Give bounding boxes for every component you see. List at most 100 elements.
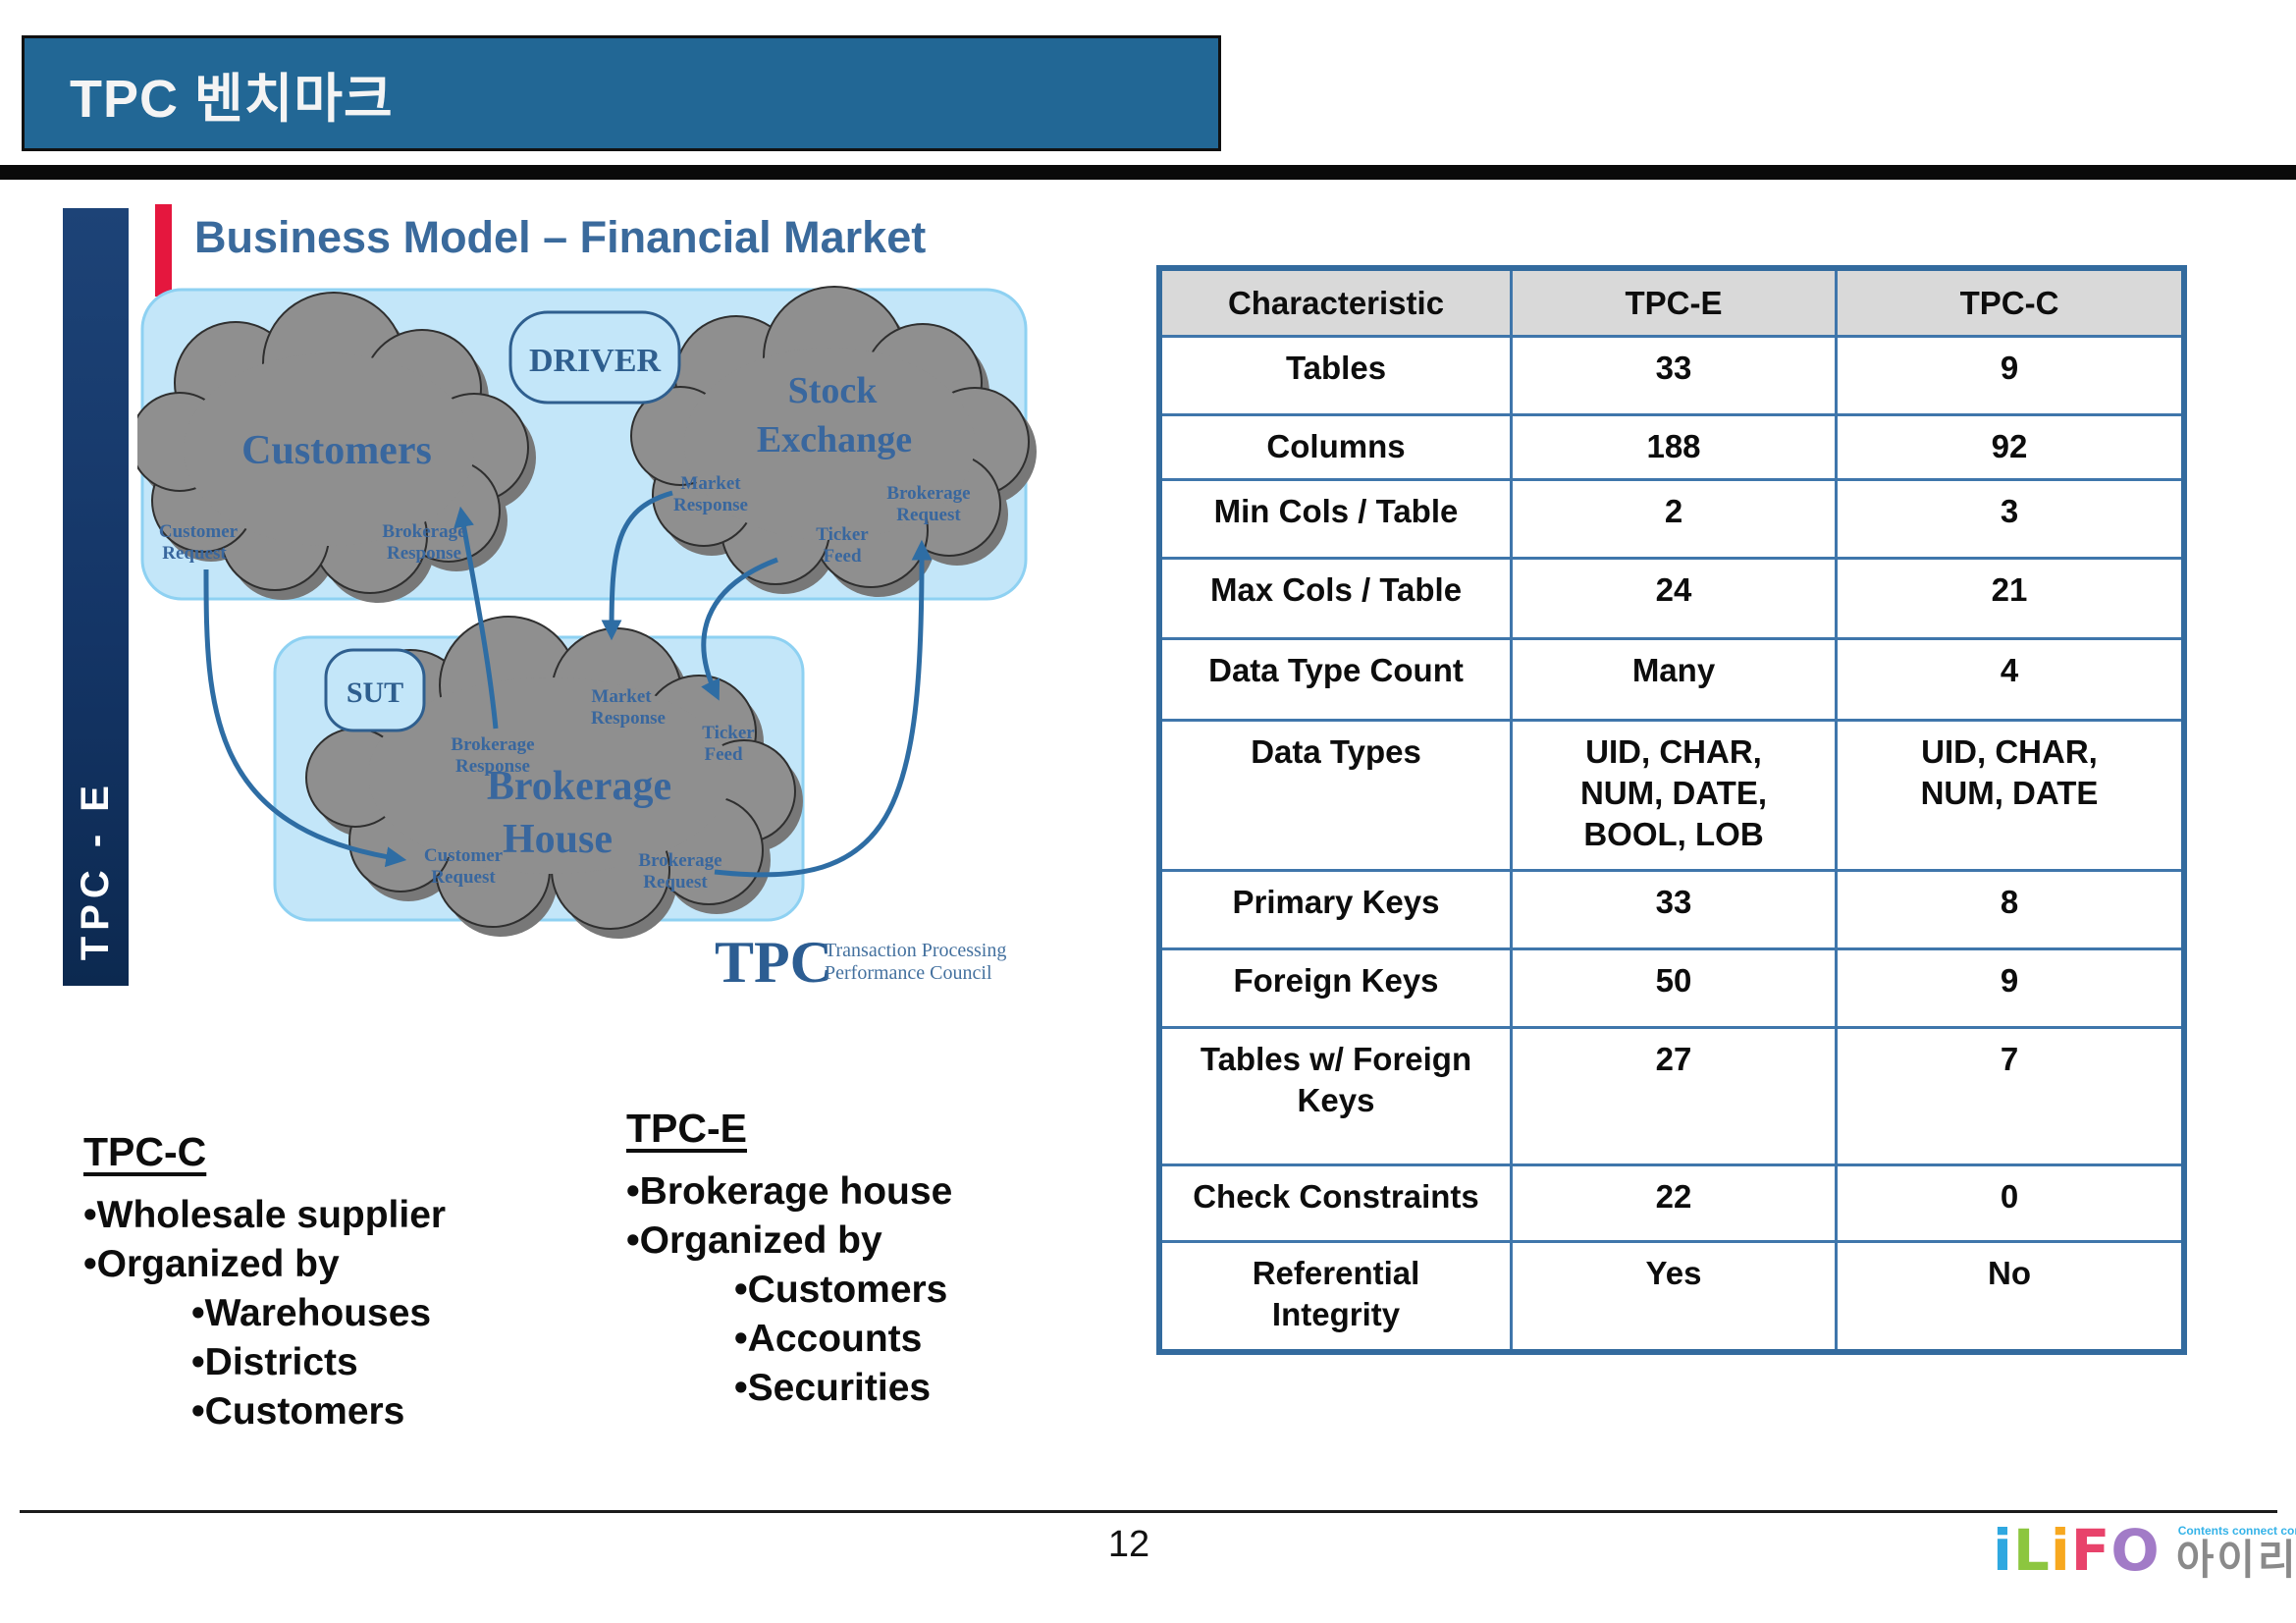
stock-exchange-label: Exchange <box>757 419 912 460</box>
sidebar-tpce-bar: TPC - E <box>63 208 129 986</box>
bh-market-response: Market <box>591 686 652 707</box>
table-cell: No <box>1988 1255 2031 1291</box>
bh-brokerage-response: Brokerage <box>451 734 534 755</box>
table-cell: UID, CHAR, NUM, DATE, BOOL, LOB <box>1513 722 1838 872</box>
table-row-label: Tables <box>1162 338 1513 416</box>
logo-letter: F <box>2070 1517 2111 1584</box>
list-item: •Brokerage house <box>626 1170 953 1213</box>
table-cell: Many <box>1513 640 1838 722</box>
tpc-comparison-table: Characteristic TPC-E TPC-C Tables 33 9 C… <box>1156 265 2187 1355</box>
se-brokerage-request: Brokerage <box>886 483 970 504</box>
table-cell: 92 <box>1838 416 2181 481</box>
tpc-logo: TPC Transaction Processing Performance C… <box>715 930 1006 995</box>
table-row-label: Max Cols / Table <box>1162 560 1513 640</box>
slide-title: TPC 벤치마크 <box>70 69 394 129</box>
slide-title-bar: TPC 벤치마크 <box>22 35 1221 151</box>
bh-brokerage-request: Brokerage <box>638 850 721 871</box>
arrow-ticker-feed <box>701 557 778 701</box>
table-cell: 33 <box>1513 338 1838 416</box>
se-ticker-feed: Feed <box>823 546 861 567</box>
ilifo-tagline: Contents connect communications! <box>2177 1524 2296 1538</box>
tpcc-list-title: TPC-C <box>83 1129 207 1174</box>
bh-ticker-feed: Ticker <box>702 723 755 743</box>
brokerage-house-label: Brokerage <box>487 764 671 809</box>
table-cell: 4 <box>1838 640 2181 722</box>
arrow-brokerage-response <box>454 506 499 730</box>
customers-cloud <box>137 292 536 603</box>
page-number: 12 <box>1107 1524 1150 1565</box>
table-row-label: Min Cols / Table <box>1162 481 1513 560</box>
list-item: •Wholesale supplier <box>83 1194 447 1236</box>
tpc-logo-acronym: TPC <box>715 930 832 995</box>
bh-brokerage-request: Request <box>643 872 708 893</box>
table-cell: 9 <box>1838 950 2181 1029</box>
logo-letter: i <box>2050 1517 2071 1584</box>
table-cell: 33 <box>1513 872 1838 950</box>
table-row-label: Referential Integrity <box>1162 1243 1513 1349</box>
heading-accent-bar <box>155 204 172 297</box>
table-cell: 7 <box>1838 1029 2181 1166</box>
bh-market-response: Response <box>591 708 666 729</box>
stock-exchange-cloud <box>630 286 1037 597</box>
table-header-characteristic: Characteristic <box>1162 271 1513 338</box>
brokerage-house-cloud <box>305 616 803 939</box>
table-cell: 50 <box>1513 950 1838 1029</box>
ilifo-logo-wordmark: iLiFO <box>1993 1520 2161 1581</box>
stock-exchange-label: Stock <box>788 370 879 411</box>
tpc-logo-line1: Transaction Processing <box>825 940 1006 961</box>
bh-customer-request: Customer <box>424 845 504 866</box>
table-row-label: Data Types <box>1162 722 1513 872</box>
section-heading: Business Model – Financial Market <box>194 212 927 262</box>
list-item: •Districts <box>191 1341 358 1383</box>
table-row-label: Columns <box>1162 416 1513 481</box>
table-header-tpce: TPC-E <box>1513 271 1838 338</box>
driver-badge <box>508 310 681 405</box>
table-cell: 8 <box>1838 872 2181 950</box>
ilifo-korean-name: 아이리포 <box>2175 1537 2296 1583</box>
list-item: •Securities <box>734 1367 932 1409</box>
table-cell: Yes <box>1513 1243 1838 1349</box>
tpc-logo-line2: Performance Council <box>825 962 992 984</box>
list-item: •Organized by <box>83 1243 340 1285</box>
table-cell: 9 <box>1838 338 2181 416</box>
table-cell: 27 <box>1513 1029 1838 1166</box>
title-divider <box>0 165 2296 180</box>
table-cell: 188 <box>1513 416 1838 481</box>
list-item: •Warehouses <box>191 1292 432 1334</box>
customers-label: Customers <box>241 428 432 473</box>
business-model-diagram: DRIVER SUT Customers Customer Request Br… <box>137 286 1037 995</box>
table-row-label: Check Constraints <box>1162 1166 1513 1243</box>
table-cell: 2 <box>1513 481 1838 560</box>
customers-brokerage-response: Response <box>387 543 461 564</box>
se-market-response: Response <box>673 495 748 515</box>
list-item: •Accounts <box>734 1318 923 1360</box>
footer-divider <box>20 1510 2277 1513</box>
arrow-brokerage-request <box>714 539 933 878</box>
customers-brokerage-response: Brokerage <box>382 521 465 542</box>
table-row-label: Tables w/ Foreign Keys <box>1162 1029 1513 1166</box>
brokerage-house-label: House <box>503 817 613 862</box>
tpce-list-title: TPC-E <box>626 1106 747 1151</box>
list-item: •Customers <box>191 1390 405 1433</box>
table-cell: 0 <box>1838 1166 2181 1243</box>
logo-letter: L <box>2012 1517 2051 1584</box>
arrow-market-response <box>601 490 673 641</box>
table-cell: UID, CHAR, NUM, DATE <box>1838 722 2181 872</box>
customers-customer-request: Customer <box>159 521 239 542</box>
table-cell: 3 <box>1838 481 2181 560</box>
table-row-label: Primary Keys <box>1162 872 1513 950</box>
table-cell: 21 <box>1838 560 2181 640</box>
sut-badge <box>324 648 426 732</box>
ilifo-logo-text-block: Contents connect communications! 아이리포 <box>2176 1520 2296 1583</box>
tpcc-list: TPC-C •Wholesale supplier •Organized by … <box>83 1129 446 1436</box>
flow-arrows <box>203 490 933 878</box>
se-brokerage-request: Request <box>896 505 961 525</box>
table-cell: 24 <box>1513 560 1838 640</box>
table-row-label: Data Type Count <box>1162 640 1513 722</box>
se-market-response: Market <box>680 473 741 494</box>
table-cell: 22 <box>1513 1166 1838 1243</box>
arrow-customer-request <box>203 568 407 868</box>
table-row-label: Foreign Keys <box>1162 950 1513 1029</box>
list-item: •Organized by <box>626 1219 882 1262</box>
